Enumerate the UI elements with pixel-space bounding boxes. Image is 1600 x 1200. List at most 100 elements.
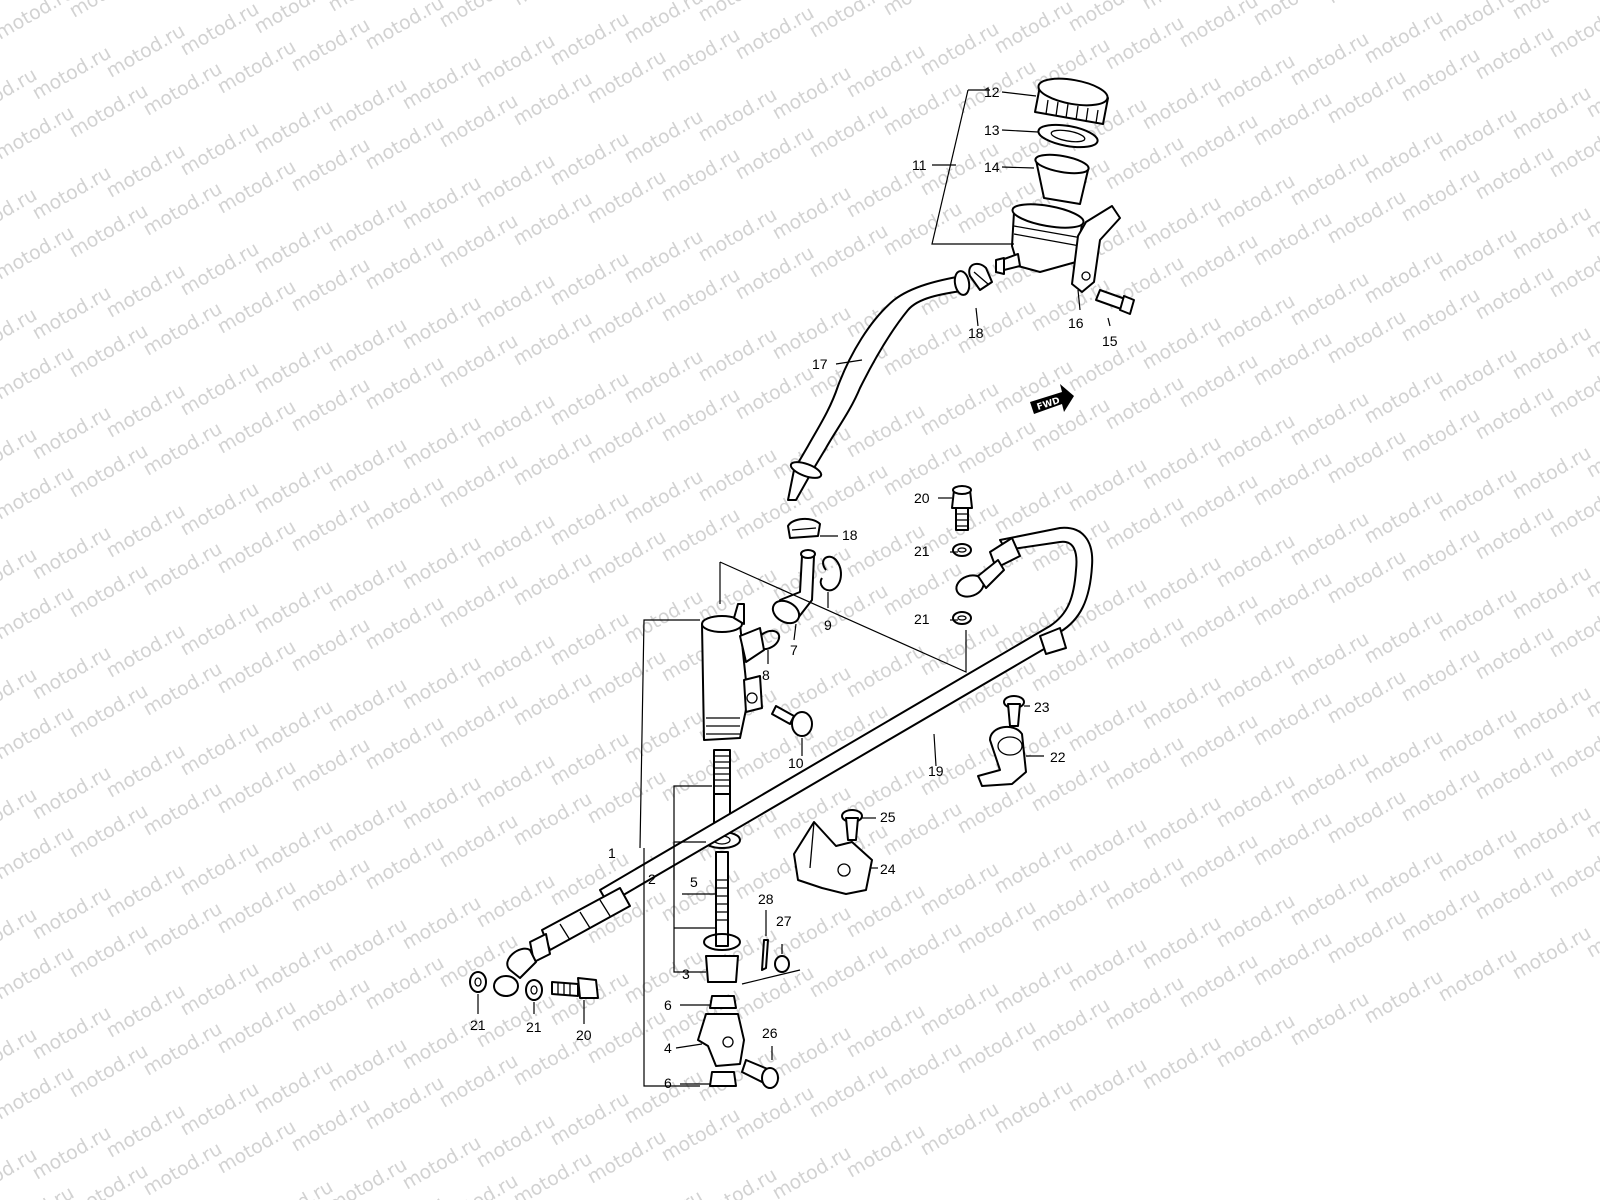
watermark-text: motod.ru bbox=[325, 74, 411, 137]
watermark-text: motod.ru bbox=[880, 78, 966, 141]
watermark-text: motod.ru bbox=[695, 1164, 781, 1200]
watermark-text: motod.ru bbox=[1435, 344, 1521, 407]
watermark-text: motod.ru bbox=[251, 216, 337, 279]
watermark-text: motod.ru bbox=[66, 80, 152, 143]
watermark-text: motod.ru bbox=[917, 978, 1003, 1041]
watermark-text: motod.ru bbox=[1176, 950, 1262, 1013]
watermark-text: motod.ru bbox=[214, 156, 300, 219]
watermark-text: motod.ru bbox=[1176, 110, 1262, 173]
watermark-text: motod.ru bbox=[436, 450, 522, 513]
watermark-text: motod.ru bbox=[1398, 644, 1484, 707]
watermark-text: motod.ru bbox=[1361, 846, 1447, 909]
label-16: 16 bbox=[1068, 315, 1084, 331]
watermark-text: motod.ru bbox=[1213, 530, 1299, 593]
watermark-text: motod.ru bbox=[1287, 628, 1373, 691]
watermark-text: motod.ru bbox=[510, 188, 596, 251]
watermark-text: motod.ru bbox=[29, 402, 115, 465]
watermark-text: motod.ru bbox=[1213, 1010, 1299, 1073]
watermark-text: motod.ru bbox=[288, 734, 374, 797]
watermark-text: motod.ru bbox=[1287, 268, 1373, 331]
label-5: 5 bbox=[690, 874, 698, 890]
watermark-text: motod.ru bbox=[103, 140, 189, 203]
watermark-text: motod.ru bbox=[362, 952, 448, 1015]
watermark-text: motod.ru bbox=[1324, 666, 1410, 729]
watermark-text: motod.ru bbox=[991, 0, 1077, 58]
watermark-text: motod.ru bbox=[1102, 12, 1188, 75]
watermark-text: motod.ru bbox=[1176, 0, 1262, 52]
watermark-text: motod.ru bbox=[399, 772, 485, 835]
watermark-text: motod.ru bbox=[1213, 890, 1299, 953]
label-6-upper: 6 bbox=[664, 997, 672, 1013]
watermark-text: motod.ru bbox=[103, 380, 189, 443]
watermark-text: motod.ru bbox=[140, 298, 226, 361]
watermark-text: motod.ru bbox=[1361, 126, 1447, 189]
watermark-text: motod.ru bbox=[1287, 868, 1373, 931]
reservoir-hose bbox=[787, 275, 969, 501]
watermark-text: motod.ru bbox=[29, 42, 115, 105]
watermark-text: motod.ru bbox=[1065, 814, 1151, 877]
label-24: 24 bbox=[880, 861, 896, 877]
watermark-text: motod.ru bbox=[1028, 874, 1114, 937]
watermark-text: motod.ru bbox=[584, 1126, 670, 1189]
watermark-text: motod.ru bbox=[0, 462, 78, 525]
watermark-text: motod.ru bbox=[1250, 448, 1336, 511]
watermark-text: motod.ru bbox=[288, 974, 374, 1037]
watermark-text: motod.ru bbox=[325, 1154, 411, 1200]
watermark-text: motod.ru bbox=[1546, 120, 1600, 183]
watermark-text: motod.ru bbox=[1250, 328, 1336, 391]
sealing-washer-2 bbox=[952, 611, 972, 625]
watermark-text: motod.ru bbox=[399, 652, 485, 715]
watermark-text: motod.ru bbox=[1287, 748, 1373, 811]
watermark-text: motod.ru bbox=[1472, 862, 1558, 925]
watermark-text: motod.ru bbox=[1250, 568, 1336, 631]
reservoir-bracket bbox=[1071, 205, 1121, 293]
watermark-text: motod.ru bbox=[103, 20, 189, 83]
watermark-text: motod.ru bbox=[177, 958, 263, 1021]
watermark-text: motod.ru bbox=[214, 1116, 300, 1179]
watermark-text: motod.ru bbox=[843, 1000, 929, 1063]
watermark-text: motod.ru bbox=[1361, 366, 1447, 429]
watermark-text: motod.ru bbox=[1324, 186, 1410, 249]
watermark-text: motod.ru bbox=[29, 642, 115, 705]
watermark-text: motod.ru bbox=[473, 30, 559, 93]
watermark-text: motod.ru bbox=[66, 0, 152, 22]
watermark-text: motod.ru bbox=[510, 428, 596, 491]
watermark-text: motod.ru bbox=[621, 706, 707, 769]
watermark-text: motod.ru bbox=[880, 0, 966, 20]
washer bbox=[774, 955, 790, 973]
watermark-text: motod.ru bbox=[1398, 884, 1484, 947]
watermark-text: motod.ru bbox=[732, 962, 818, 1025]
watermark-text: motod.ru bbox=[917, 378, 1003, 441]
watermark-text: motod.ru bbox=[1213, 770, 1299, 833]
label-1: 1 bbox=[608, 845, 616, 861]
clevis-pin bbox=[741, 1059, 779, 1089]
watermark-text: motod.ru bbox=[251, 816, 337, 879]
label-19: 19 bbox=[928, 763, 944, 779]
watermark-text: motod.ru bbox=[1176, 350, 1262, 413]
watermark-text: motod.ru bbox=[1361, 246, 1447, 309]
watermark-text: motod.ru bbox=[1324, 66, 1410, 129]
watermark-text: motod.ru bbox=[695, 444, 781, 507]
watermark-text: motod.ru bbox=[251, 1056, 337, 1119]
watermark-text: motod.ru bbox=[103, 1100, 189, 1163]
watermark-text: motod.ru bbox=[288, 614, 374, 677]
watermark-text: motod.ru bbox=[880, 798, 966, 861]
label-21-upper-b: 21 bbox=[914, 611, 930, 627]
watermark-text: motod.ru bbox=[0, 0, 78, 44]
watermark-text: motod.ru bbox=[954, 296, 1040, 359]
watermark-text: motod.ru bbox=[1472, 142, 1558, 205]
watermark-text: motod.ru bbox=[1213, 290, 1299, 353]
watermark-text: motod.ru bbox=[399, 52, 485, 115]
watermark-text: motod.ru bbox=[991, 956, 1077, 1019]
watermark-text: motod.ru bbox=[1065, 694, 1151, 757]
reservoir-cap bbox=[1034, 77, 1109, 125]
watermark-text: motod.ru bbox=[584, 1006, 670, 1069]
label-27: 27 bbox=[776, 913, 792, 929]
watermark-text: motod.ru bbox=[1435, 584, 1521, 647]
watermark-text: motod.ru bbox=[0, 1062, 78, 1125]
watermark-text: motod.ru bbox=[1028, 754, 1114, 817]
watermark-text: motod.ru bbox=[399, 892, 485, 955]
watermark-text: motod.ru bbox=[251, 936, 337, 999]
watermark-text: motod.ru bbox=[658, 384, 744, 447]
watermark-text: motod.ru bbox=[1398, 524, 1484, 587]
